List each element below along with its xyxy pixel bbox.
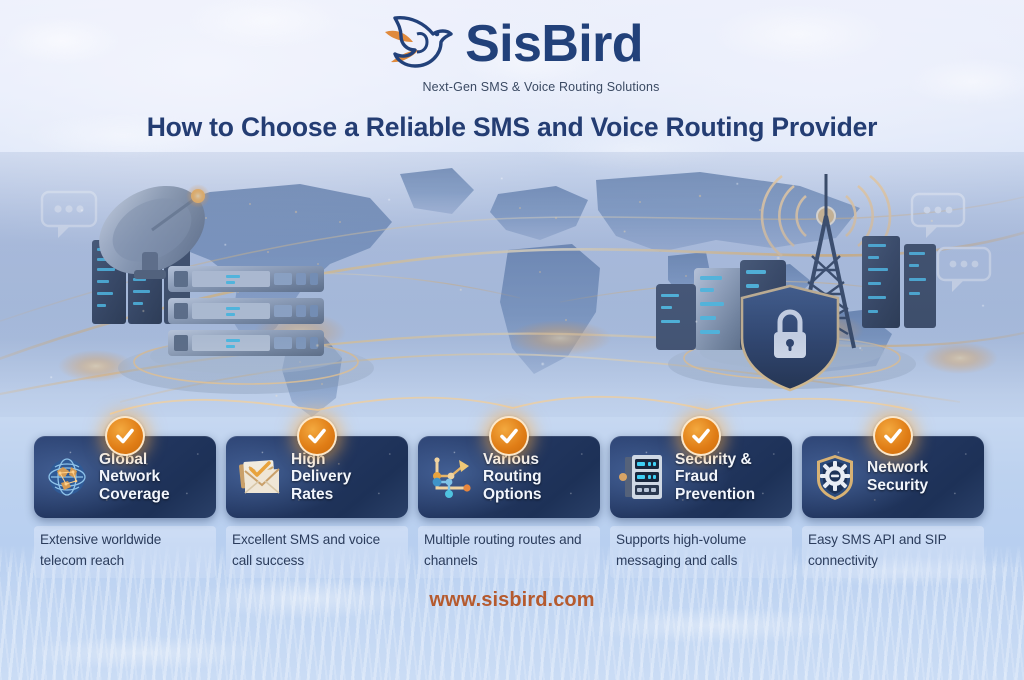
card-tile: High Delivery Rates: [226, 436, 408, 518]
page-title: How to Choose a Reliable SMS and Voice R…: [146, 112, 878, 142]
feature-card-various-routing-options[interactable]: Various Routing Options Multiple routing…: [418, 416, 600, 578]
bird-logo-icon: [381, 10, 455, 77]
feature-card-row: Global Network Coverage Extensive worldw…: [34, 416, 992, 578]
envelope-check-icon: [234, 451, 284, 503]
caption-panel: Excellent SMS and voice call success: [226, 526, 408, 578]
card-caption: Supports high-volume messaging and calls: [616, 532, 747, 568]
card-title: High Delivery Rates: [291, 450, 352, 503]
logo-row: SisBird: [381, 10, 644, 77]
hero-sparkle-layer: [0, 152, 1024, 417]
feature-card-network-security[interactable]: Network Security Easy SMS API and SIP co…: [802, 416, 984, 578]
check-badge-icon: [873, 416, 913, 456]
caption-panel: Extensive worldwide telecom reach: [34, 526, 216, 578]
hero-illustration: [0, 152, 1024, 417]
brand-logo: SisBird Next-Gen SMS & Voice Routing Sol…: [0, 10, 1024, 94]
card-caption: Excellent SMS and voice call success: [232, 532, 381, 568]
card-title: Security & Fraud Prevention: [675, 450, 756, 503]
logo-wordmark: SisBird: [465, 14, 643, 73]
check-badge-icon: [681, 416, 721, 456]
card-caption: Multiple routing routes and channels: [424, 532, 582, 568]
server-rack-icon: [618, 451, 668, 503]
card-caption: Easy SMS API and SIP connectivity: [808, 532, 947, 568]
logo-tagline: Next-Gen SMS & Voice Routing Solutions: [422, 80, 660, 94]
routing-nodes-icon: [426, 451, 476, 503]
card-title: Various Routing Options: [483, 450, 542, 503]
check-badge-icon: [105, 416, 145, 456]
card-title: Global Network Coverage: [99, 450, 170, 503]
caption-panel: Multiple routing routes and channels: [418, 526, 600, 578]
card-title: Network Security: [867, 459, 929, 494]
feature-card-security-fraud-prevention[interactable]: Security & Fraud Prevention Supports hig…: [610, 416, 792, 578]
footer-website-url[interactable]: www.sisbird.com: [429, 589, 595, 611]
feature-card-global-network-coverage[interactable]: Global Network Coverage Extensive worldw…: [34, 416, 216, 578]
globe-network-icon: [42, 451, 92, 503]
card-tile: Various Routing Options: [418, 436, 600, 518]
shield-gear-icon: [810, 451, 860, 503]
caption-panel: Supports high-volume messaging and calls: [610, 526, 792, 578]
card-tile: Global Network Coverage: [34, 436, 216, 518]
caption-panel: Easy SMS API and SIP connectivity: [802, 526, 984, 578]
check-badge-icon: [489, 416, 529, 456]
check-badge-icon: [297, 416, 337, 456]
card-caption: Extensive worldwide telecom reach: [40, 532, 162, 568]
feature-card-high-delivery-rates[interactable]: High Delivery Rates Excellent SMS and vo…: [226, 416, 408, 578]
